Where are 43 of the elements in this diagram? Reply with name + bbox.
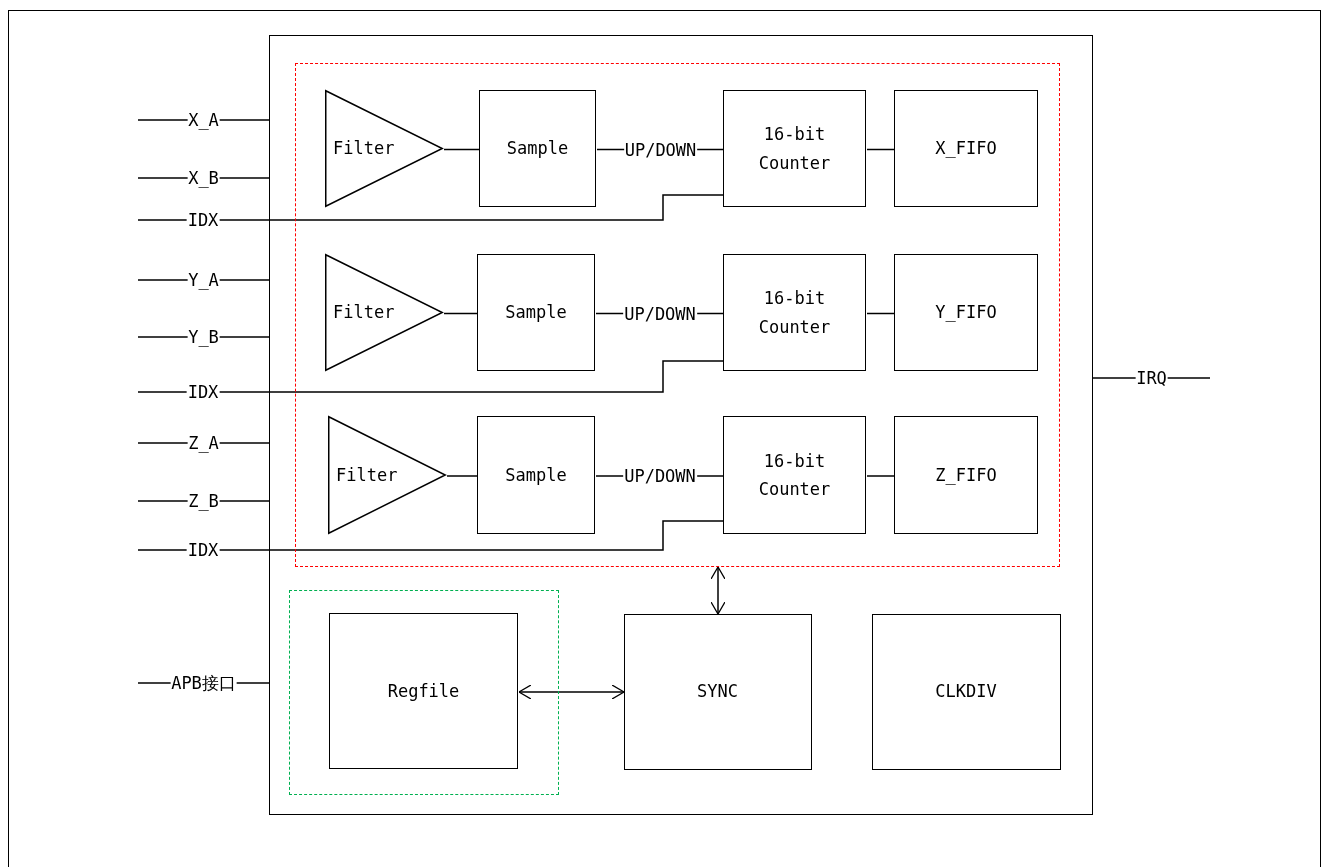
block-box (723, 416, 866, 534)
signal-line (137, 360, 725, 393)
block-box (723, 254, 866, 371)
block-label: 16-bit Counter (757, 123, 832, 175)
block-label: 16-bit Counter (757, 449, 832, 501)
block-label: Sample (505, 463, 567, 487)
block-box (623, 613, 812, 770)
block-box (894, 254, 1038, 371)
block-label: Z_FIFO (935, 463, 997, 487)
block-box (894, 416, 1038, 534)
block-label: X_FIFO (935, 137, 997, 161)
connector-line (443, 148, 481, 151)
block-box (723, 90, 866, 207)
block-label: Y_FIFO (935, 301, 997, 325)
connector-line (443, 312, 479, 315)
signal-line (137, 520, 725, 551)
double-arrow (518, 684, 625, 700)
connector-line (866, 475, 896, 477)
block-box (894, 90, 1038, 207)
block-label: Sample (506, 137, 569, 161)
connector-line (866, 148, 896, 151)
block-label: Filter (336, 463, 398, 487)
filter-triangle (325, 90, 443, 207)
block-box (479, 90, 596, 207)
block-label: Filter (333, 137, 395, 161)
edge-label: APB接口 (170, 672, 237, 694)
block-label: Regfile (387, 679, 460, 703)
dashed-group-box (288, 589, 559, 795)
connector-line (866, 312, 896, 315)
filter-triangle (328, 416, 446, 534)
block-label: 16-bit Counter (757, 287, 832, 339)
block-box (329, 613, 518, 769)
block-label: CLKDIV (935, 680, 997, 704)
block-box (477, 416, 595, 534)
block-box (477, 254, 595, 371)
filter-triangle (325, 254, 443, 371)
connector-line (446, 475, 479, 477)
block-label: SYNC (697, 680, 738, 704)
double-arrow (710, 566, 726, 615)
block-label: Filter (333, 301, 395, 325)
block-label: Sample (505, 301, 567, 325)
block-box (871, 613, 1061, 770)
signal-line (137, 194, 725, 221)
